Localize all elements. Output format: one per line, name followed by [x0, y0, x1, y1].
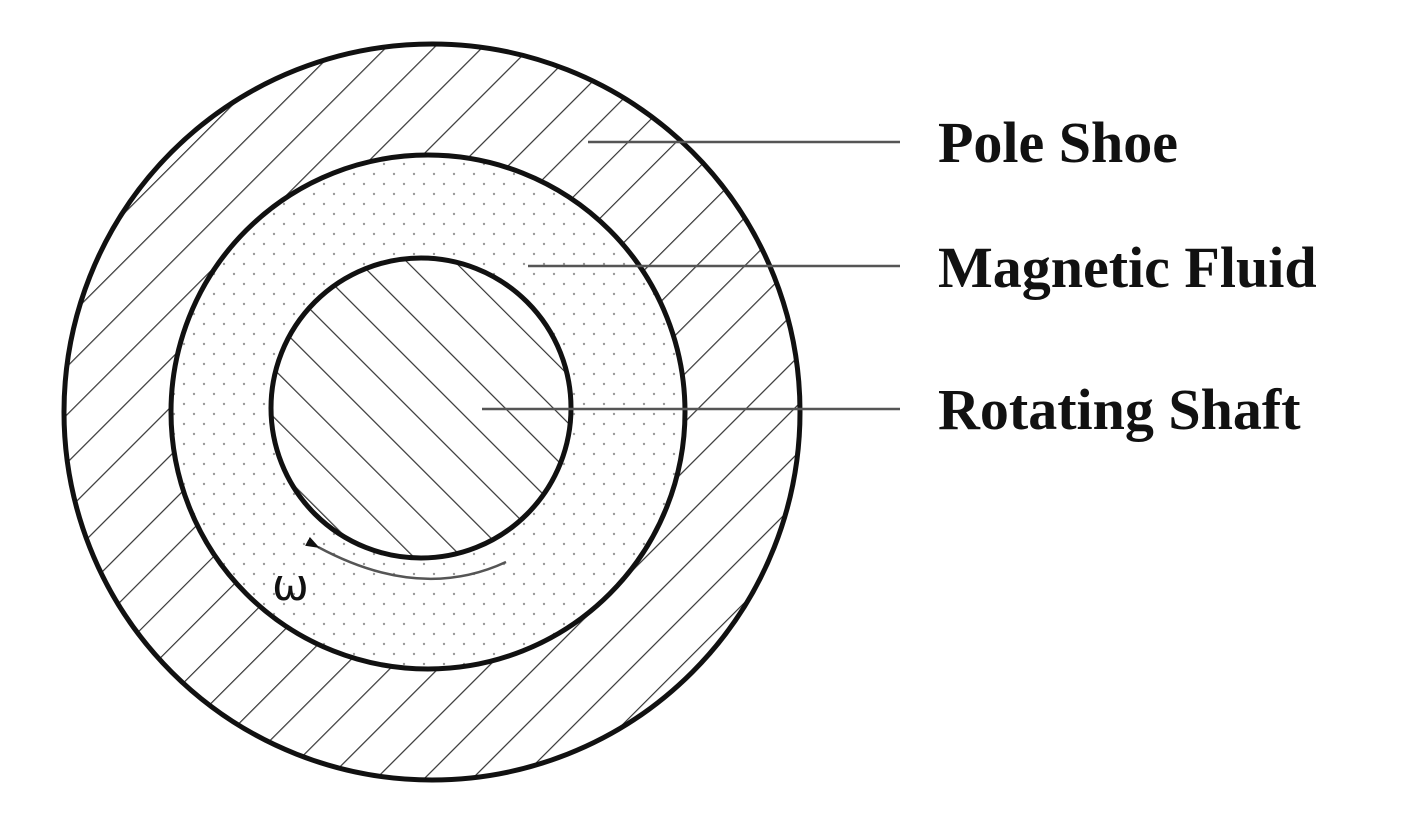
rotation-arrow-icon [305, 536, 507, 581]
pole-shoe-label: Pole Shoe [938, 110, 1178, 175]
rotation-symbol: ω [272, 560, 309, 611]
magnetic-fluid-label: Magnetic Fluid [938, 235, 1317, 300]
rotating-shaft-label: Rotating Shaft [938, 377, 1301, 442]
